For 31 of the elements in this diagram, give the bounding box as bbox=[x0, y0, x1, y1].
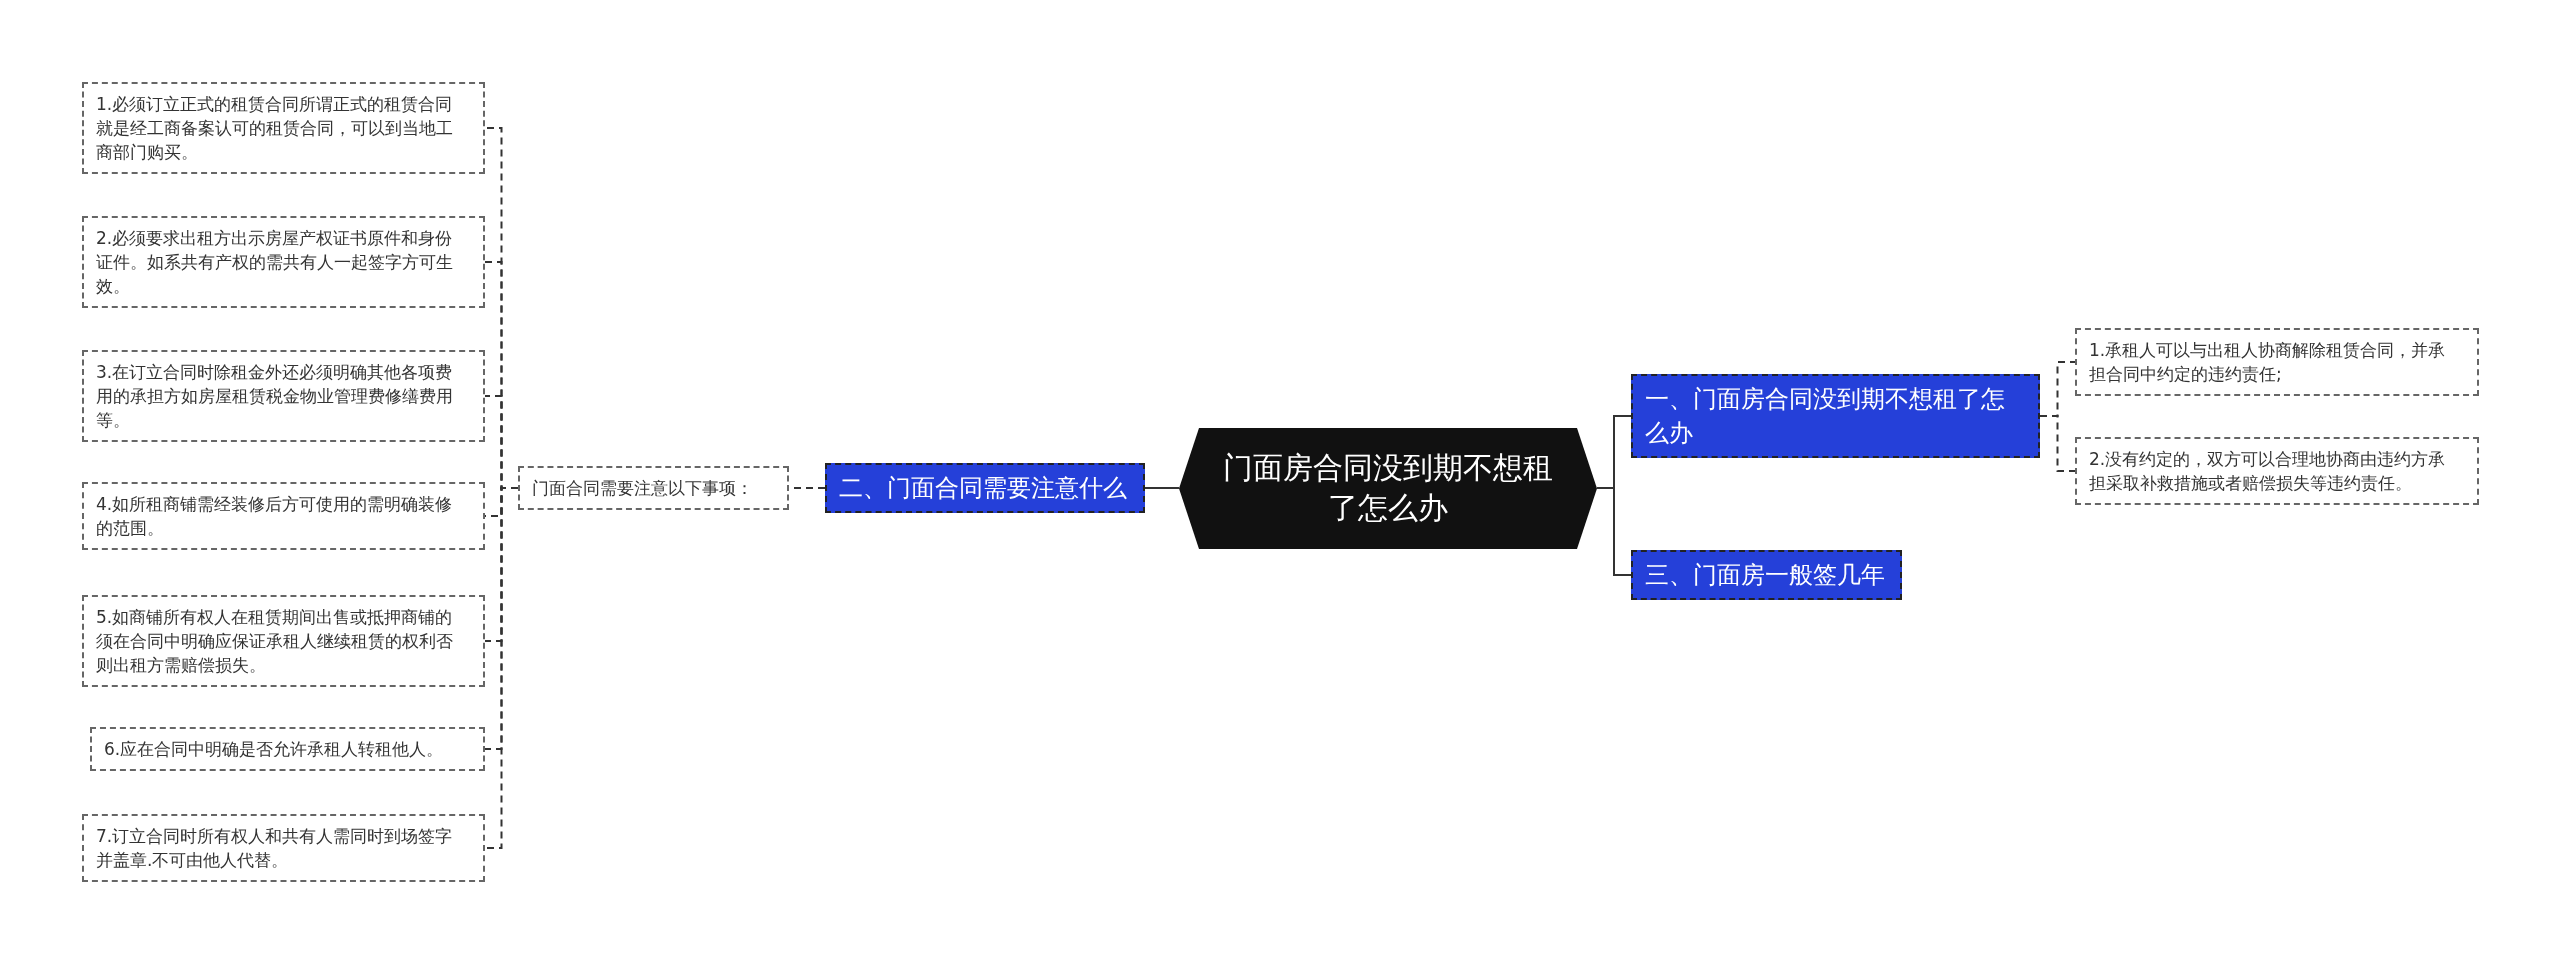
node-text: 二、门面合同需要注意什么 bbox=[839, 473, 1127, 504]
node-text: 2.必须要求出租方出示房屋产权证书原件和身份证件。如系共有产权的需共有人一起签字方可生效。 bbox=[96, 227, 454, 298]
node-text: 5.如商铺所有权人在租赁期间出售或抵押商铺的须在合同中明确应保证承租人继续租赁的权利否则出租方需赔偿损失。 bbox=[96, 606, 454, 677]
node-text: 1.承租人可以与出租人协商解除租赁合同，并承担合同中约定的违约责任; bbox=[2089, 339, 2447, 386]
node-text: 1.必须订立正式的租赁合同所谓正式的租赁合同就是经工商备案认可的租赁合同，可以到当地工商部门购买。 bbox=[96, 93, 454, 164]
note-box bbox=[2075, 328, 2479, 396]
node-text: 3.在订立合同时除租金外还必须明确其他各项费用的承担方如房屋租赁税金物业管理费修缮费用等。 bbox=[96, 361, 454, 432]
note-box bbox=[82, 82, 485, 174]
node-text: 三、门面房一般签几年 bbox=[1645, 560, 1885, 591]
note-box bbox=[518, 466, 789, 510]
note-box bbox=[90, 727, 485, 771]
note-box bbox=[2075, 437, 2479, 505]
connector-line bbox=[1596, 487, 1632, 576]
node-text: 4.如所租商铺需经装修后方可使用的需明确装修的范围。 bbox=[96, 493, 454, 540]
note-box bbox=[82, 482, 485, 550]
note-box bbox=[82, 216, 485, 308]
node-text: 门面房合同没到期不想租了怎么办 bbox=[1222, 449, 1554, 527]
topic-box bbox=[1631, 550, 1902, 600]
note-box bbox=[82, 814, 485, 882]
node-text: 一、门面房合同没到期不想租了怎么办 bbox=[1645, 384, 2006, 449]
root-topic-hexagon bbox=[1179, 427, 1597, 549]
node-text: 门面合同需要注意以下事项： bbox=[532, 477, 753, 500]
topic-box bbox=[825, 463, 1145, 513]
topic-box bbox=[1631, 374, 2040, 458]
node-text: 7.订立合同时所有权人和共有人需同时到场签字并盖章.不可由他人代替。 bbox=[96, 825, 454, 872]
connector-line bbox=[1144, 487, 1180, 489]
connector-line bbox=[2039, 415, 2076, 472]
node-text: 2.没有约定的，双方可以合理地协商由违约方承担采取补救措施或者赔偿损失等违约责任。 bbox=[2089, 448, 2447, 495]
node-text: 6.应在合同中明确是否允许承租人转租他人。 bbox=[104, 738, 444, 761]
note-box bbox=[82, 595, 485, 687]
note-box bbox=[82, 350, 485, 442]
